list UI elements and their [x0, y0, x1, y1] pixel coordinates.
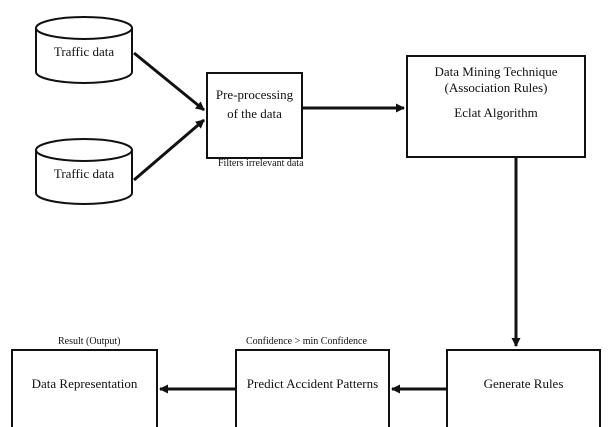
traffic-data-cylinder-1	[35, 16, 133, 84]
traffic-data-label-2: Traffic data	[53, 166, 115, 181]
arrow-traffic1-to-preprocessing	[133, 51, 205, 112]
data-mining-line-2: (Association Rules)	[444, 79, 548, 95]
preprocessing-label: Pre-processing of the data	[215, 87, 294, 121]
traffic-data-cylinder-2	[35, 138, 133, 205]
data-mining-line-3: Eclat Algorithm	[454, 105, 538, 121]
data-mining-box	[406, 55, 586, 158]
data-mining-label: Data Mining Technique (Association Rules…	[407, 64, 585, 121]
preprocessing-box	[206, 72, 303, 159]
result-caption: Result (Output)	[58, 336, 121, 347]
data-representation-box	[11, 349, 158, 427]
predict-patterns-label: Predict Accident Patterns	[246, 376, 379, 391]
predict-patterns-box	[235, 349, 390, 427]
filters-caption: Filters irrelevant data	[218, 158, 304, 169]
generate-rules-box	[446, 349, 601, 427]
data-mining-line-1: Data Mining Technique	[434, 64, 558, 79]
data-representation-label: Data Representation	[31, 376, 138, 391]
confidence-caption: Confidence > min Confidence	[246, 336, 367, 347]
arrow-traffic2-to-preprocessing	[133, 118, 205, 182]
generate-rules-label: Generate Rules	[483, 376, 564, 391]
traffic-data-label-1: Traffic data	[53, 44, 115, 59]
